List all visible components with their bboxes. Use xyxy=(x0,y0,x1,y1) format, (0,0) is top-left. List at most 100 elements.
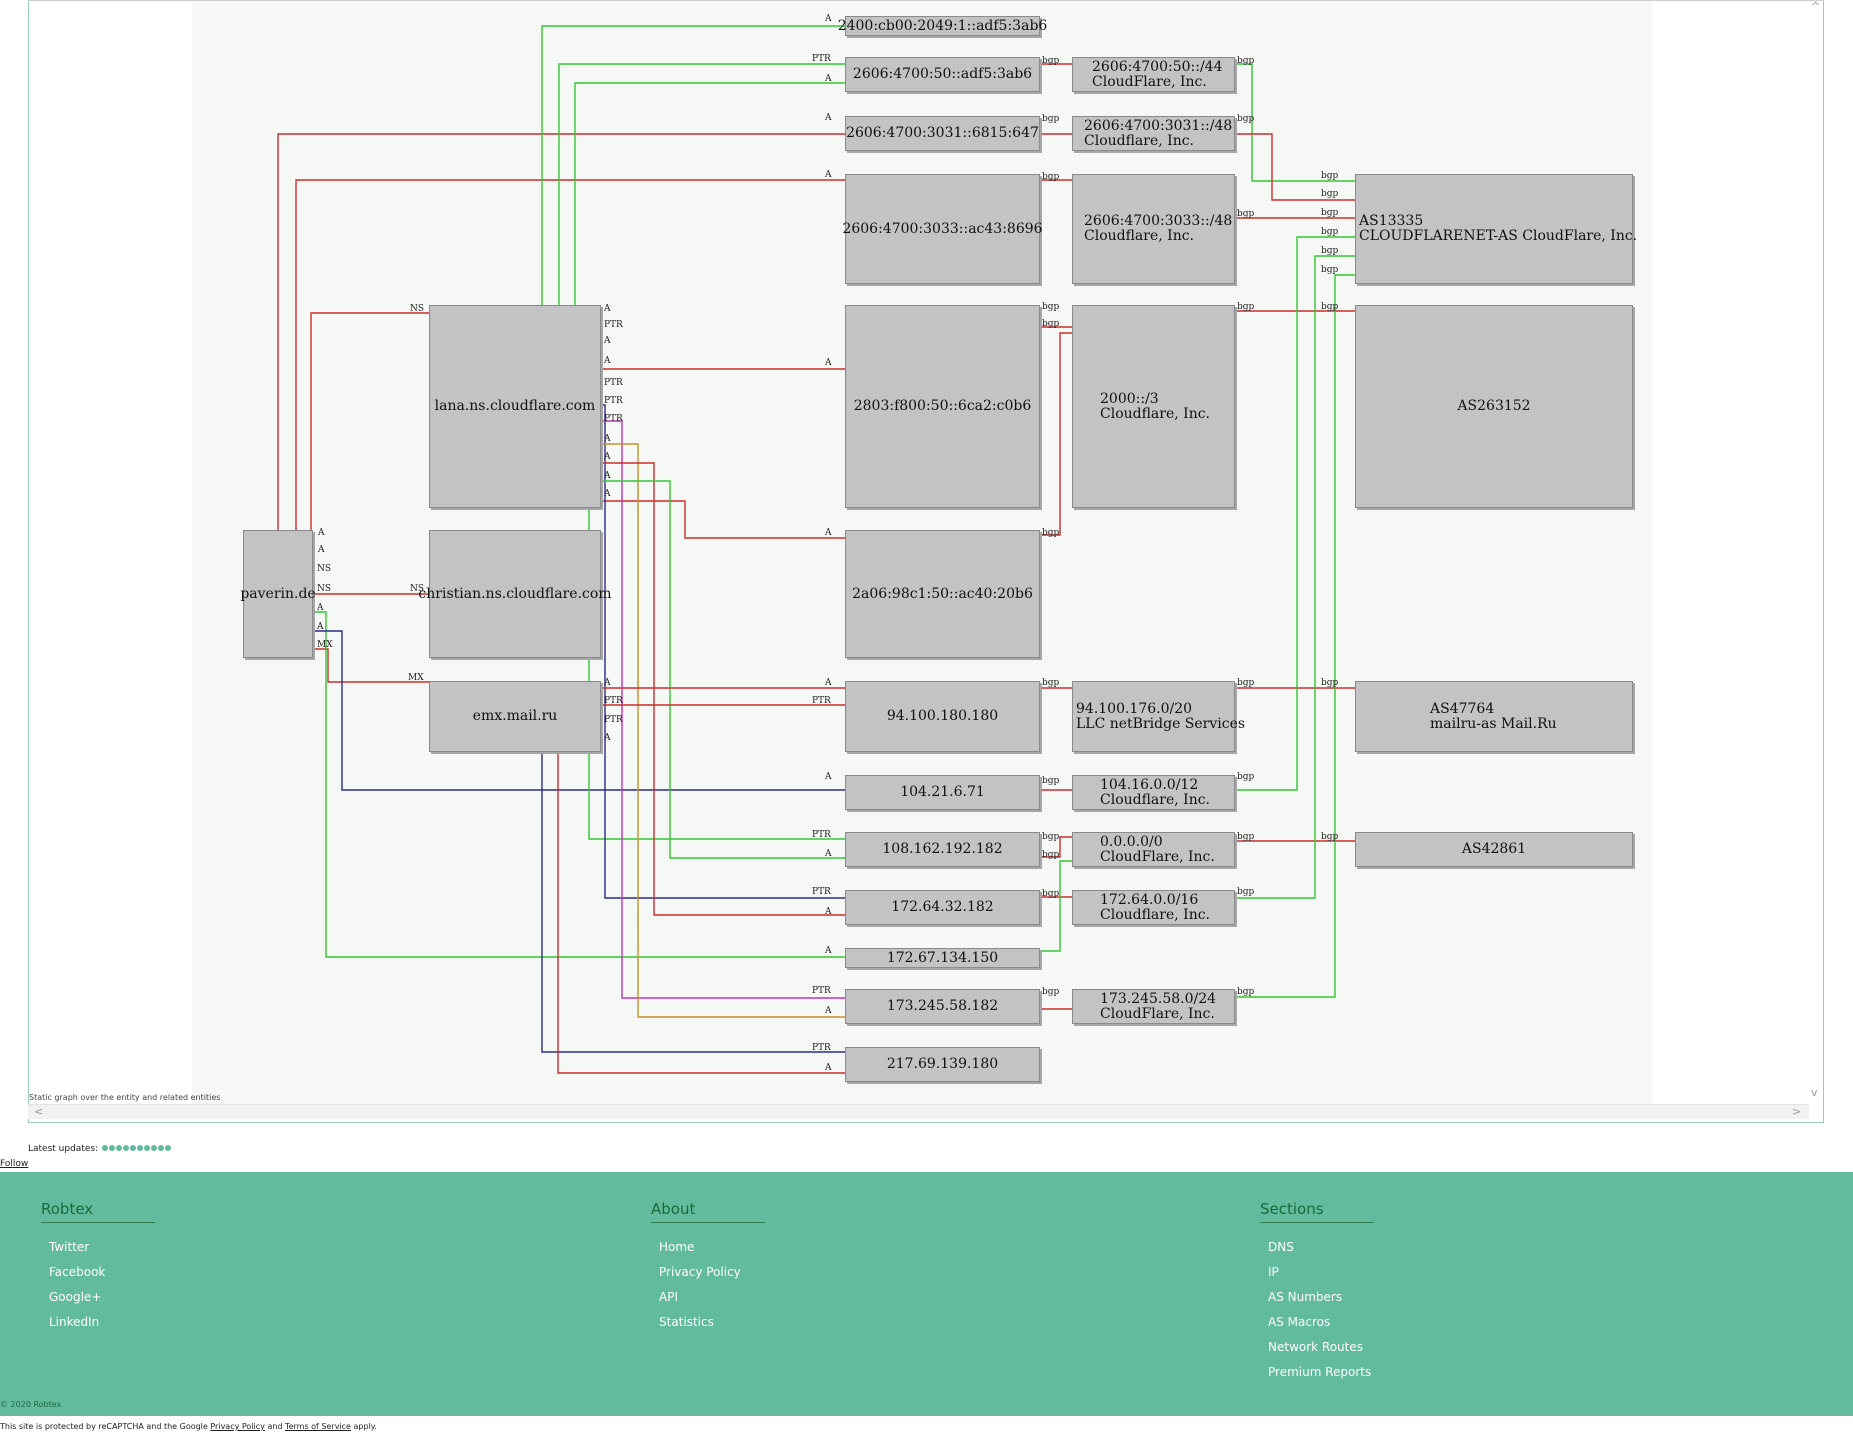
node-ip-108[interactable]: 108.162.192.182 xyxy=(845,832,1040,867)
node-ip-217[interactable]: 217.69.139.180 xyxy=(845,1047,1040,1082)
footer-link-as-macros[interactable]: AS Macros xyxy=(1268,1315,1331,1329)
node-ip-2606-3031[interactable]: 2606:4700:3031::6815:647 xyxy=(845,116,1040,151)
edge-label: A xyxy=(824,113,832,123)
edge-label: bgp xyxy=(1042,987,1060,997)
footer-link-network-routes[interactable]: Network Routes xyxy=(1268,1340,1364,1354)
edge-label: PTR xyxy=(812,830,831,840)
update-dot[interactable] xyxy=(144,1145,151,1151)
update-dot[interactable] xyxy=(116,1145,123,1151)
footer-link-linkedin[interactable]: LinkedIn xyxy=(49,1315,100,1329)
update-dot[interactable] xyxy=(102,1145,109,1151)
footer-col-title: About xyxy=(651,1200,765,1223)
footer-link-twitter[interactable]: Twitter xyxy=(49,1240,90,1254)
edge-label: bgp xyxy=(1237,302,1255,312)
node-ip-2803[interactable]: 2803:f800:50::6ca2:c0b6 xyxy=(845,305,1040,508)
node-ip-172-67[interactable]: 172.67.134.150 xyxy=(845,948,1040,968)
update-dots[interactable] xyxy=(102,1144,172,1154)
graph-edge xyxy=(601,462,845,916)
footer-link-privacy[interactable]: Privacy Policy xyxy=(659,1265,741,1279)
edge-label: PTR xyxy=(812,54,831,64)
node-ip-2a06[interactable]: 2a06:98c1:50::ac40:20b6 xyxy=(845,530,1040,658)
node-christian[interactable]: christian.ns.cloudflare.com xyxy=(418,530,612,658)
horizontal-scrollbar[interactable]: < > xyxy=(28,1104,1809,1119)
graph-caption: Static graph over the entity and related… xyxy=(29,1093,221,1102)
edge-label: A xyxy=(603,356,611,366)
node-as263152[interactable]: AS263152 xyxy=(1355,305,1633,508)
edge-label: bgp xyxy=(1042,832,1060,842)
graph-edge xyxy=(314,611,845,958)
node-ip-104[interactable]: 104.21.6.71 xyxy=(845,775,1040,810)
scroll-right-icon[interactable]: > xyxy=(1792,1105,1802,1118)
edge-label: A xyxy=(603,489,611,499)
node-ip-94[interactable]: 94.100.180.180 xyxy=(845,681,1040,752)
edge-label: NS xyxy=(317,584,331,594)
node-paverin[interactable]: paverin.de xyxy=(240,530,316,658)
edge-label: bgp xyxy=(1042,114,1060,124)
node-ip-173[interactable]: 173.245.58.182 xyxy=(845,989,1040,1024)
edge-label: bgp xyxy=(1321,265,1339,275)
edge-label: PTR xyxy=(604,320,623,330)
edge-label: bgp xyxy=(1237,209,1255,219)
graph-edge xyxy=(601,480,845,859)
edge-label: A xyxy=(824,358,832,368)
node-emx[interactable]: emx.mail.ru xyxy=(429,681,601,752)
footer-link-api[interactable]: API xyxy=(659,1290,678,1304)
footer-link-googleplus[interactable]: Google+ xyxy=(49,1290,102,1304)
edge-label: A xyxy=(824,946,832,956)
node-ip-2606-3033[interactable]: 2606:4700:3033::ac43:8696 xyxy=(842,174,1043,284)
edge-label: bgp xyxy=(1321,189,1339,199)
edge-label: bgp xyxy=(1321,208,1339,218)
privacy-policy-link[interactable]: Privacy Policy xyxy=(210,1422,265,1431)
node-ip-2606-50[interactable]: 2606:4700:50::adf5:3ab6 xyxy=(845,57,1040,92)
footer-link-facebook[interactable]: Facebook xyxy=(49,1265,106,1279)
edge-label: bgp xyxy=(1237,987,1255,997)
update-dot[interactable] xyxy=(130,1145,137,1151)
node-lana[interactable]: lana.ns.cloudflare.com xyxy=(429,305,601,508)
footer-link-statistics[interactable]: Statistics xyxy=(659,1315,714,1329)
update-dot[interactable] xyxy=(137,1145,144,1151)
edge-label: PTR xyxy=(604,414,623,424)
footer-col-about: About Home Privacy Policy API Statistics xyxy=(651,1200,765,1337)
scroll-down-icon[interactable]: v xyxy=(1811,1086,1818,1099)
node-ip-172-64[interactable]: 172.64.32.182 xyxy=(845,890,1040,925)
update-dot[interactable] xyxy=(151,1145,158,1151)
edge-label: A xyxy=(603,304,611,314)
graph-edge xyxy=(601,420,845,999)
graph-edge xyxy=(588,388,845,840)
graph-edge xyxy=(1235,63,1355,182)
edge-label: A xyxy=(824,772,832,782)
update-dot[interactable] xyxy=(158,1145,165,1151)
update-dot[interactable] xyxy=(109,1145,116,1151)
graph-edge xyxy=(558,63,845,328)
scroll-left-icon[interactable]: < xyxy=(34,1105,44,1118)
footer-link-home[interactable]: Home xyxy=(659,1240,695,1254)
update-dot[interactable] xyxy=(123,1145,130,1151)
follow-link[interactable]: Follow xyxy=(0,1159,29,1169)
edge-label: PTR xyxy=(812,986,831,996)
node-as42861[interactable]: AS42861 xyxy=(1355,832,1633,867)
edge-label: A xyxy=(824,678,832,688)
footer-link-dns[interactable]: DNS xyxy=(1268,1240,1294,1254)
terms-of-service-link[interactable]: Terms of Service xyxy=(285,1422,351,1431)
footer-link-as-numbers[interactable]: AS Numbers xyxy=(1268,1290,1343,1304)
edge-label: A xyxy=(317,545,325,555)
recaptcha-suffix: apply. xyxy=(350,1422,377,1431)
footer-link-premium-reports[interactable]: Premium Reports xyxy=(1268,1365,1372,1379)
copyright: © 2020 Robtex xyxy=(0,1400,62,1409)
node-ip-2400[interactable]: 2400:cb00:2049:1::adf5:3ab6 xyxy=(838,16,1047,36)
scroll-up-icon[interactable]: ^ xyxy=(1811,0,1821,13)
footer-link-ip[interactable]: IP xyxy=(1268,1265,1279,1279)
edge-label: bgp xyxy=(1237,114,1255,124)
update-dot[interactable] xyxy=(165,1145,172,1151)
